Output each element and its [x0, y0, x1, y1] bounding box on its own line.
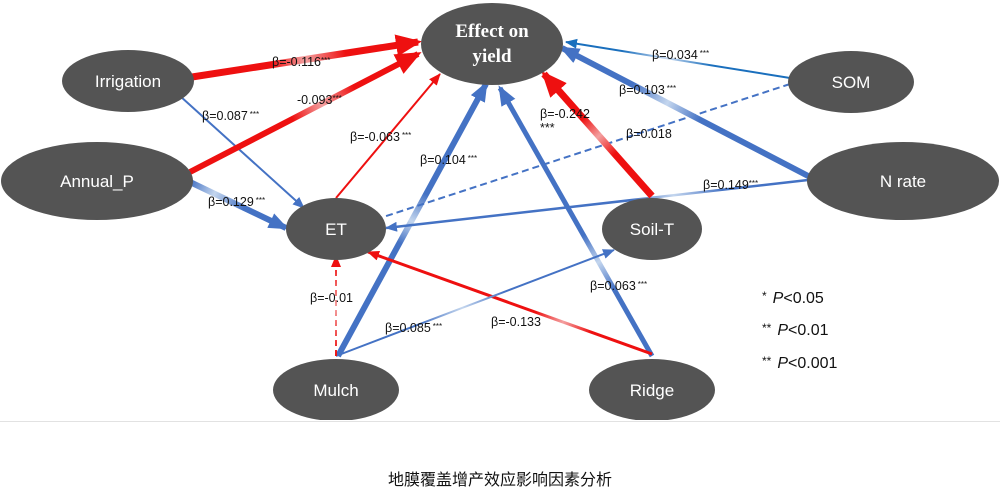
node-irrigation[interactable]: Irrigation: [62, 50, 194, 112]
label-n-rate-et: β=0.149***: [703, 178, 758, 192]
figure-caption: 地膜覆盖增产效应影响因素分析: [387, 470, 612, 489]
label-ridge-effect: β=0.063***: [590, 279, 647, 293]
node-et[interactable]: ET: [286, 198, 386, 260]
node-irrigation-label: Irrigation: [95, 72, 161, 91]
edge-labels: β=-0.116*** -0.093*** β=0.087*** β=-0.06…: [202, 48, 758, 335]
label-mulch-effect: β=0.104***: [420, 153, 477, 167]
path-diagram: Effect on yield Irrigation Annual_P ET S…: [1, 3, 999, 420]
node-effect-label-line1: Effect on: [455, 21, 529, 42]
node-annual-p[interactable]: Annual_P: [1, 142, 193, 220]
nodes: Effect on yield Irrigation Annual_P ET S…: [1, 3, 999, 420]
node-ridge[interactable]: Ridge: [589, 359, 715, 420]
edge-ridge-effect: [497, 85, 655, 358]
label-soil-t-effect: β=-0.242: [540, 107, 590, 121]
edge-som-et: [367, 83, 791, 224]
label-som-effect: β=0.034***: [652, 48, 709, 62]
label-ridge-et: β=-0.133: [491, 315, 541, 329]
label-irrigation-et: β=0.087***: [202, 109, 259, 123]
node-som-label: SOM: [832, 73, 871, 92]
edge-annual-p-et: [188, 179, 289, 231]
label-n-rate-effect: β=0.103***: [619, 83, 676, 97]
edge-irrigation-et: [179, 95, 305, 209]
edge-mulch-effect: [335, 81, 489, 358]
node-mulch[interactable]: Mulch: [273, 359, 399, 420]
edge-n-rate-et: [385, 178, 809, 232]
edge-n-rate-effect: [559, 45, 814, 181]
edge-soil-t-effect: [541, 71, 655, 199]
node-mulch-label: Mulch: [313, 381, 358, 400]
edge-mulch-soil-t: [335, 249, 615, 357]
node-effect-label-line2: yield: [472, 46, 511, 67]
label-soil-t-effect-sig: ***: [540, 121, 555, 135]
node-som[interactable]: SOM: [788, 51, 914, 113]
node-ridge-label: Ridge: [630, 381, 674, 400]
edge-annual-p-effect: [188, 51, 422, 175]
node-soil-t-label: Soil-T: [630, 220, 674, 239]
label-annual-p-effect: -0.093***: [297, 93, 342, 107]
node-n-rate-label: N rate: [880, 172, 926, 191]
label-irrigation-effect: β=-0.116***: [272, 55, 330, 69]
edges: [179, 34, 814, 358]
node-soil-t[interactable]: Soil-T: [602, 198, 702, 260]
label-et-effect: β=-0.063***: [350, 130, 411, 144]
label-mulch-et: β=-0.01: [310, 291, 353, 305]
label-som-et: β=0.018: [626, 127, 672, 141]
legend-item-p001: **P<0.001: [762, 354, 838, 372]
node-annual-p-label: Annual_P: [60, 172, 134, 191]
edge-som-effect: [565, 38, 791, 79]
caption-divider: [0, 421, 1000, 422]
node-effect-on-yield[interactable]: Effect on yield: [421, 3, 563, 85]
legend-item-p01: **P<0.01: [762, 321, 829, 339]
label-annual-p-et: β=0.129***: [208, 195, 265, 209]
edge-irrigation-effect: [191, 34, 422, 81]
label-mulch-soil-t: β=0.085***: [385, 321, 442, 335]
legend-item-p05: *P<0.05: [762, 289, 824, 307]
node-et-label: ET: [325, 220, 347, 239]
edge-et-effect: [335, 73, 441, 199]
edge-ridge-et: [367, 250, 653, 356]
node-n-rate[interactable]: N rate: [807, 142, 999, 220]
significance-legend: *P<0.05 **P<0.01 **P<0.001: [762, 289, 838, 372]
